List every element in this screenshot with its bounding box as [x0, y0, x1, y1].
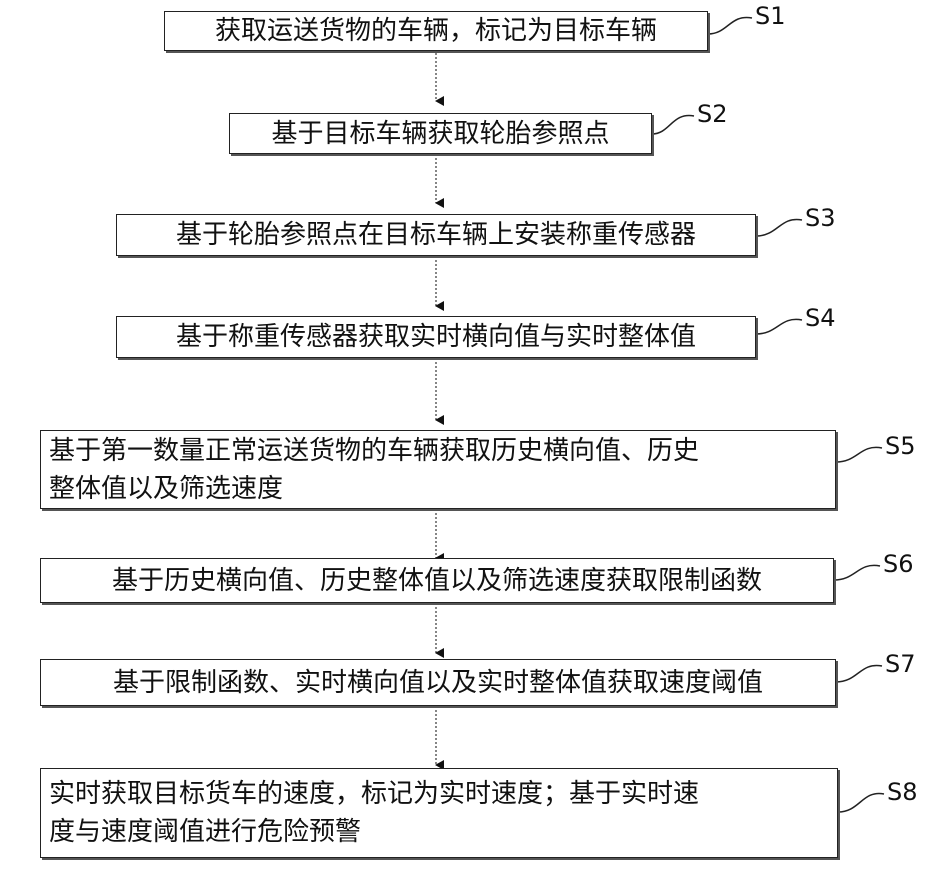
step-box-s5: 基于第一数量正常运送货物的车辆获取历史横向值、历史 整体值以及筛选速度 [40, 430, 836, 509]
step-text-s6: 基于历史横向值、历史整体值以及筛选速度获取限制函数 [112, 562, 762, 600]
step-box-s8: 实时获取目标货车的速度，标记为实时速度；基于实时速 度与速度阈值进行危险预警 [40, 768, 838, 858]
step-label-s8: S8 [887, 778, 918, 806]
step-text-s3: 基于轮胎参照点在目标车辆上安装称重传感器 [176, 216, 696, 254]
step-box-s2: 基于目标车辆获取轮胎参照点 [229, 113, 652, 154]
step-label-s4: S4 [805, 304, 836, 332]
step-label-s3: S3 [805, 204, 836, 232]
step-text-s4: 基于称重传感器获取实时横向值与实时整体值 [176, 318, 696, 356]
step-box-s7: 基于限制函数、实时横向值以及实时整体值获取速度阈值 [40, 659, 836, 706]
step-label-s6: S6 [883, 550, 914, 578]
step-text-s8-line1: 实时获取目标货车的速度，标记为实时速度；基于实时速 [49, 775, 829, 813]
step-text-s1: 获取运送货物的车辆，标记为目标车辆 [215, 12, 657, 50]
step-text-s5-line1: 基于第一数量正常运送货物的车辆获取历史横向值、历史 [49, 432, 827, 470]
step-label-s7: S7 [885, 650, 916, 678]
step-label-s2: S2 [697, 100, 728, 128]
step-label-s1: S1 [755, 2, 786, 30]
leader-s5 [836, 447, 882, 462]
step-label-s5: S5 [885, 432, 916, 460]
leader-s2 [652, 116, 694, 134]
leader-s3 [756, 219, 802, 236]
leader-s8 [838, 794, 884, 812]
step-text-s8-line2: 度与速度阈值进行危险预警 [49, 813, 829, 851]
step-box-s3: 基于轮胎参照点在目标车辆上安装称重传感器 [116, 214, 756, 256]
step-text-s7: 基于限制函数、实时横向值以及实时整体值获取速度阈值 [113, 664, 763, 702]
step-box-s6: 基于历史横向值、历史整体值以及筛选速度获取限制函数 [40, 558, 834, 603]
leader-s4 [756, 319, 802, 334]
step-text-s2: 基于目标车辆获取轮胎参照点 [271, 115, 609, 153]
step-box-s4: 基于称重传感器获取实时横向值与实时整体值 [116, 316, 756, 358]
step-text-s5-line2: 整体值以及筛选速度 [49, 470, 827, 508]
leader-s1 [708, 17, 752, 34]
leader-s7 [836, 665, 882, 682]
step-box-s1: 获取运送货物的车辆，标记为目标车辆 [164, 11, 708, 51]
leader-s6 [834, 565, 880, 580]
